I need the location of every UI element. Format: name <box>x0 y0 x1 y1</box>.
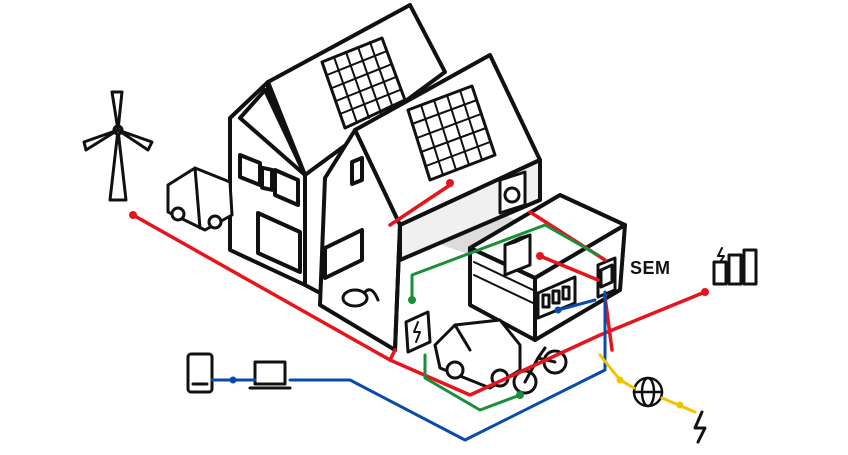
energy-manager-label: SEM <box>630 258 671 278</box>
electric-car-icon <box>433 318 522 390</box>
vacuum-cleaner-icon <box>341 288 380 308</box>
connection-dots <box>129 179 709 409</box>
solar-panel-icon <box>406 84 497 182</box>
laptop-icon <box>248 360 292 390</box>
wall-charger-icon <box>404 310 432 354</box>
solar-panel-icon <box>320 36 407 130</box>
tablet-icon <box>186 352 214 394</box>
lightning-icon <box>693 410 707 444</box>
smart-energy-manager-icon <box>596 256 617 299</box>
wind-turbine-icon <box>82 90 154 202</box>
washing-machine-icon <box>498 170 527 215</box>
green-line <box>410 223 600 412</box>
power-line <box>131 183 707 397</box>
camper-van-icon <box>166 166 234 232</box>
battery-storage-icon <box>712 247 758 286</box>
fuse-panel-icon <box>536 275 577 320</box>
washing-machine-icon <box>503 233 532 277</box>
globe-icon <box>632 376 664 408</box>
